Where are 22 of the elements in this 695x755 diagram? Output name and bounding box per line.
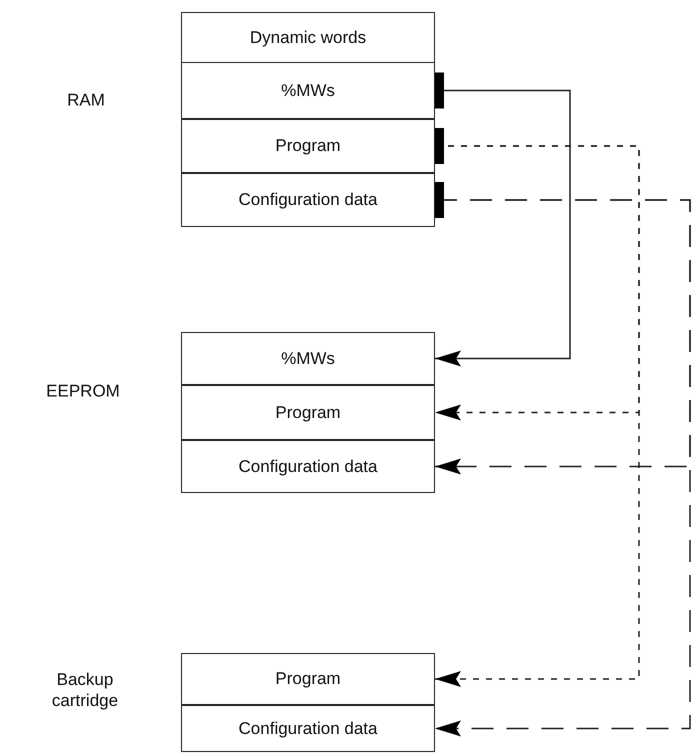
- memory-row: [181, 440, 435, 493]
- row-label: Configuration data: [238, 190, 378, 210]
- row-label: Dynamic words: [250, 28, 366, 48]
- memory-row: [181, 173, 435, 227]
- memory-row: [181, 385, 435, 440]
- row-label: Program: [275, 402, 341, 422]
- memory-row: [181, 12, 435, 63]
- memory-name: EEPROM: [45, 380, 121, 402]
- arrow: [435, 72, 571, 366]
- row-label: Configuration data: [238, 456, 378, 476]
- memory-row: [181, 62, 435, 119]
- memory-row: [181, 705, 435, 752]
- row-label: Program: [275, 669, 341, 689]
- row-label: %MWs: [281, 348, 335, 368]
- row-label: Program: [275, 136, 341, 156]
- row-label: Configuration data: [238, 718, 378, 738]
- memory-name: Backup cartridge: [50, 668, 120, 712]
- memory-row: [181, 119, 435, 173]
- memory-name: RAM: [66, 89, 106, 111]
- memory-row: [181, 653, 435, 705]
- memory-row: [181, 332, 435, 385]
- row-label: %MWs: [281, 80, 335, 100]
